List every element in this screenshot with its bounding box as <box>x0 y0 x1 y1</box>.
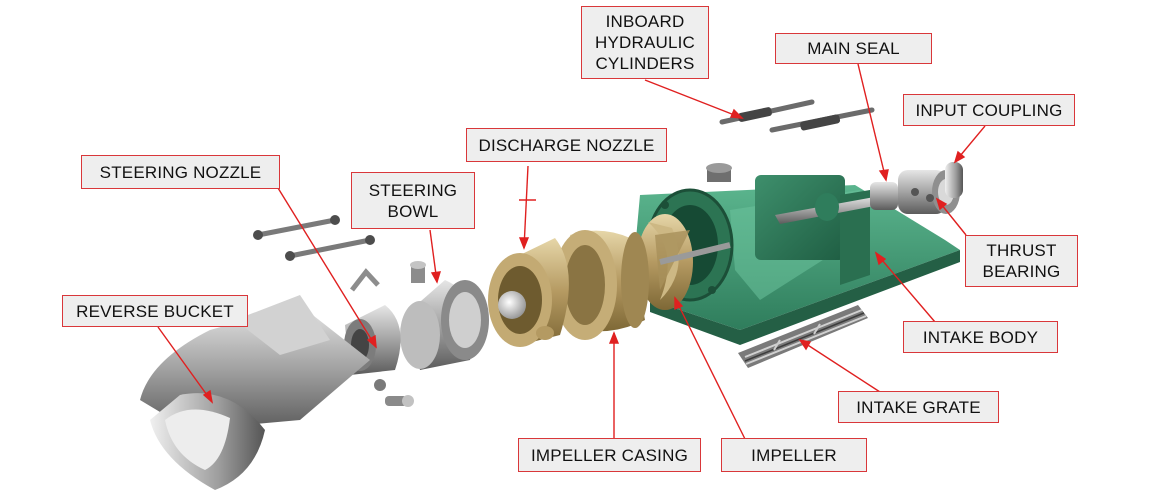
leader-intake-body <box>874 251 936 323</box>
leader-discharge-nozzle <box>518 165 536 250</box>
label-inboard-hydraulic-cylinders: INBOARD HYDRAULIC CYLINDERS <box>581 6 709 79</box>
leader-thrust-bearing <box>935 197 967 236</box>
label-intake-body: INTAKE BODY <box>903 321 1058 353</box>
cap-part <box>706 163 732 182</box>
label-steering-nozzle: STEERING NOZZLE <box>81 155 280 189</box>
leader-steering-nozzle <box>277 187 377 349</box>
label-steering-bowl: STEERING BOWL <box>351 172 475 229</box>
intake-grate-part <box>738 305 868 368</box>
leader-reverse-bucket <box>157 326 214 404</box>
label-impeller: IMPELLER <box>721 438 867 472</box>
label-impeller-casing: IMPELLER CASING <box>518 438 701 472</box>
drive-shaft-part <box>775 193 885 224</box>
leader-lines <box>157 63 986 440</box>
label-thrust-bearing: THRUST BEARING <box>965 235 1078 287</box>
label-intake-grate: INTAKE GRATE <box>838 391 999 423</box>
leader-impeller-casing <box>608 331 620 439</box>
steering-bowl-part <box>400 261 489 370</box>
reverse-bucket-part <box>140 295 414 490</box>
leader-inboard-hydraulic-cylinders <box>644 79 744 119</box>
leader-steering-bowl <box>429 229 441 284</box>
impeller-part <box>637 214 731 310</box>
leader-intake-grate <box>798 338 881 393</box>
leader-main-seal <box>857 63 889 182</box>
label-input-coupling: INPUT COUPLING <box>903 94 1075 126</box>
discharge-nozzle-part <box>488 238 569 347</box>
label-main-seal: MAIN SEAL <box>775 33 932 64</box>
hydraulic-cylinders-part <box>719 99 875 133</box>
impeller-casing-part <box>553 230 649 340</box>
steering-links-part <box>253 215 375 261</box>
label-discharge-nozzle: DISCHARGE NOZZLE <box>466 128 667 162</box>
leader-input-coupling <box>953 125 986 164</box>
leader-impeller <box>674 296 746 440</box>
label-reverse-bucket: REVERSE BUCKET <box>62 295 248 327</box>
